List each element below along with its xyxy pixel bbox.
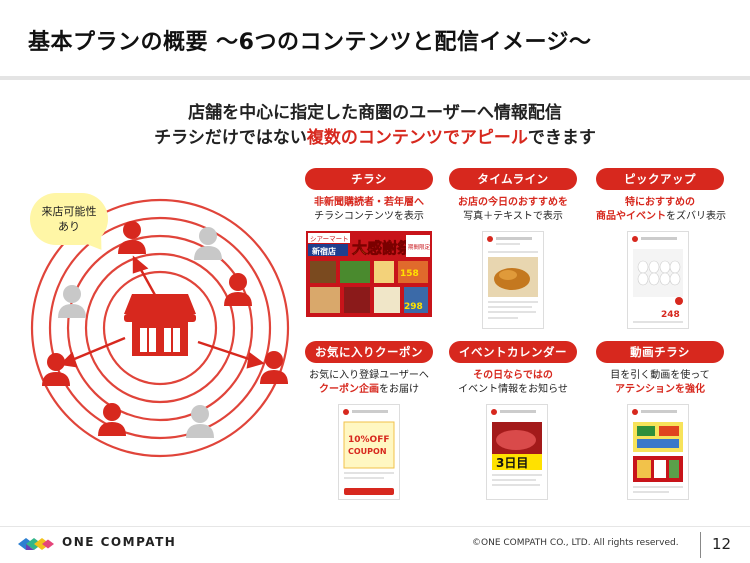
title-bar: 基本プランの概要 ～6つのコンテンツと配信イメージ～ (0, 0, 750, 76)
store-icon (124, 294, 196, 356)
lead-line-2-post: できます (527, 128, 596, 148)
person-icon-gray-bottom-right (186, 405, 214, 438)
brand-name: ONE COMPATH (62, 535, 177, 549)
ring-5 (102, 270, 218, 386)
lead-line-2-highlight: 複数のコンテンツでアピール (306, 128, 528, 148)
distribution-diagram (30, 198, 290, 458)
svg-text:158: 158 (400, 269, 419, 279)
card-desc: お店の今日のおすすめを 写真＋テキストで表示 (458, 197, 568, 222)
card-label: イベントカレンダー (449, 341, 577, 363)
card-label: 動画チラシ (596, 341, 724, 363)
card-video-flyer: 動画チラシ 目を引く動画を使って アテンションを強化 (596, 341, 724, 397)
card-desc: 非新聞購読者・若年層へ チラシコンテンツを表示 (314, 197, 424, 222)
person-icon-gray-top-right (194, 227, 222, 260)
svg-text:298: 298 (404, 302, 423, 312)
page-number: 12 (712, 535, 732, 553)
card-desc: 特におすすめの 商品やイベントをズバリ表示 (596, 197, 726, 222)
speech-line-2: あり (58, 220, 80, 233)
ring-1 (30, 198, 290, 458)
svg-text:期間限定: 期間限定 (408, 243, 431, 251)
lead-line-1: 店舗を中心に指定した商圏のユーザーへ情報配信 (188, 103, 562, 123)
card-pickup: ピックアップ 特におすすめの 商品やイベントをズバリ表示 (596, 168, 726, 224)
card-timeline: タイムライン お店の今日のおすすめを 写真＋テキストで表示 (449, 168, 577, 224)
copyright-text: ©ONE COMPATH CO., LTD. All rights reserv… (472, 538, 679, 548)
footer-divider (0, 526, 750, 527)
svg-text:大感謝祭: 大感謝祭 (352, 239, 413, 257)
speech-line-1: 来店可能性 (41, 205, 97, 218)
lead-text: 店舗を中心に指定した商圏のユーザーへ情報配信 チラシだけではない複数のコンテンツ… (0, 101, 750, 151)
ring-2 (48, 216, 272, 440)
lead-line-2-pre: チラシだけではない (154, 128, 307, 148)
speech-bubble: 来店可能性 あり (30, 193, 108, 255)
ring-4 (84, 252, 236, 404)
svg-text:新宿店: 新宿店 (312, 246, 336, 256)
flyer-screenshot: シアーマート 新宿店 大感謝祭 期間限定 158 298 (306, 231, 432, 317)
pickup-screenshot: 248 (627, 231, 689, 329)
person-icon-gray-left (58, 285, 86, 318)
title-divider (0, 76, 750, 80)
card-flyer: チラシ 非新聞購読者・若年層へ チラシコンテンツを表示 (305, 168, 433, 224)
card-desc: お気に入り登録ユーザーへ クーポン企画をお届け (309, 370, 429, 395)
card-label: タイムライン (449, 168, 577, 190)
person-icon-red-bottom (98, 403, 126, 436)
footer-vertical-divider (700, 532, 701, 558)
ring-3 (66, 234, 254, 422)
lead-line-2: チラシだけではない複数のコンテンツでアピールできます (0, 126, 750, 151)
card-label: チラシ (305, 168, 433, 190)
event-screenshot: 3日目 (486, 404, 548, 500)
video-flyer-screenshot (627, 404, 689, 500)
card-desc: 目を引く動画を使って アテンションを強化 (610, 370, 710, 395)
svg-text:シアーマート: シアーマート (310, 235, 349, 243)
card-desc: その日ならではの イベント情報をお知らせ (458, 370, 568, 395)
timeline-screenshot (482, 231, 544, 329)
svg-text:3日目: 3日目 (496, 456, 528, 470)
coupon-screenshot: 10%OFF COUPON (338, 404, 400, 500)
svg-text:10%OFF: 10%OFF (348, 435, 390, 445)
svg-text:COUPON: COUPON (348, 447, 387, 456)
person-icon-red-top (118, 221, 146, 254)
person-icons (42, 221, 288, 438)
person-icon-red-left (42, 353, 70, 386)
area-rings (30, 198, 290, 458)
card-label: お気に入りクーポン (305, 341, 433, 363)
brand-logo-icon (18, 538, 54, 550)
card-label: ピックアップ (596, 168, 724, 190)
arrows (59, 255, 265, 369)
svg-text:248: 248 (661, 310, 680, 320)
person-icon-red-right (260, 351, 288, 384)
card-event-calendar: イベントカレンダー その日ならではの イベント情報をお知らせ (449, 341, 577, 397)
page-title: 基本プランの概要 ～6つのコンテンツと配信イメージ～ (28, 30, 592, 55)
person-icon-red-right-upper (224, 273, 252, 306)
card-favorite-coupon: お気に入りクーポン お気に入り登録ユーザーへ クーポン企画をお届け (305, 341, 433, 397)
